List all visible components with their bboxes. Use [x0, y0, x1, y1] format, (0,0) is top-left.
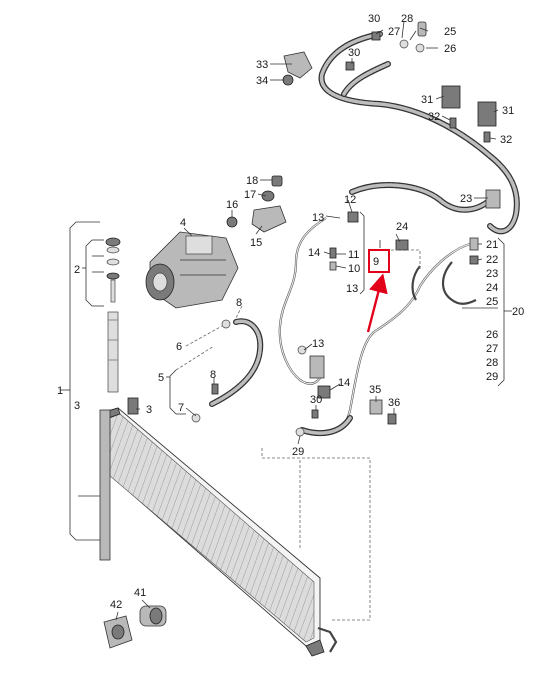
callout-4: 4 — [180, 217, 186, 229]
filter-cartridge — [107, 311, 119, 393]
pressure-sensor — [441, 85, 461, 109]
callout-12: 12 — [344, 194, 356, 206]
callout-6: 6 — [176, 341, 182, 353]
callout-7: 7 — [178, 402, 184, 414]
callout-28-list: 28 — [486, 357, 498, 369]
fittings — [191, 21, 501, 437]
callout-35: 35 — [369, 384, 381, 396]
callout-36: 36 — [388, 397, 400, 409]
callout-17: 17 — [244, 189, 256, 201]
group-brackets — [60, 221, 215, 541]
condenser-bracket — [127, 397, 139, 415]
highlight-callout — [366, 249, 390, 333]
right-bracket — [359, 211, 512, 387]
callout-3-right: 3 — [146, 404, 152, 416]
callout-23-mid: 23 — [460, 193, 472, 205]
callout-16: 16 — [226, 199, 238, 211]
callout-28-top: 28 — [401, 13, 413, 25]
compressor — [145, 231, 239, 309]
callout-11: 11 — [348, 249, 359, 261]
callout-24-mid: 24 — [396, 221, 408, 233]
callout-25-list: 25 — [486, 296, 498, 308]
callout-30-mid: 30 — [348, 47, 360, 59]
callout-25-top: 25 — [444, 26, 456, 38]
callout-labels: 30 28 27 25 26 30 33 34 31 31 32 32 23 1… — [57, 13, 524, 611]
pressure-sensor-2 — [477, 101, 497, 127]
callout-27-list: 27 — [486, 343, 498, 355]
refrigerant-lines — [209, 31, 520, 437]
callout-13-low: 13 — [312, 338, 324, 350]
callout-32-right: 32 — [500, 134, 512, 146]
callout-41: 41 — [134, 587, 146, 599]
callout-26-list: 26 — [486, 329, 498, 341]
condenser — [99, 397, 338, 657]
callout-8-low: 8 — [210, 369, 216, 381]
callout-13-top: 13 — [312, 212, 324, 224]
callout-30-low: 30 — [310, 394, 322, 406]
callout-27-top: 27 — [388, 26, 400, 38]
callout-14-top: 14 — [308, 247, 320, 259]
callout-32-left: 32 — [428, 111, 440, 123]
callout-1: 1 — [57, 385, 63, 397]
pressure-switch-assembly — [103, 605, 167, 649]
bracket-group — [226, 175, 287, 233]
callout-31-right: 31 — [502, 105, 514, 117]
callout-33: 33 — [256, 59, 268, 71]
callout-8-top: 8 — [236, 297, 242, 309]
highlight-arrow — [366, 273, 388, 333]
callout-29-low: 29 — [292, 446, 304, 458]
callout-34: 34 — [256, 75, 268, 87]
callout-10: 10 — [348, 263, 360, 275]
leader-lines — [115, 20, 499, 621]
callout-22: 22 — [486, 254, 498, 266]
highlight-box — [368, 249, 390, 273]
callout-29-list: 29 — [486, 371, 498, 383]
callout-5: 5 — [158, 372, 164, 384]
callout-24-list: 24 — [486, 282, 498, 294]
receiver-drier-tank — [99, 409, 111, 561]
callout-21: 21 — [486, 239, 498, 251]
drier-parts — [105, 237, 121, 393]
callout-9: 9 — [373, 256, 379, 268]
callout-15: 15 — [250, 237, 262, 249]
callout-3-left: 3 — [74, 400, 80, 412]
callout-23-list: 23 — [486, 268, 498, 280]
callout-13-mid: 13 — [346, 283, 358, 295]
callout-42: 42 — [110, 599, 122, 611]
callout-20: 20 — [512, 306, 524, 318]
callout-26-top: 26 — [444, 43, 456, 55]
callout-2: 2 — [74, 264, 80, 276]
callout-31-left: 31 — [421, 94, 433, 106]
callout-18: 18 — [246, 175, 258, 187]
callout-30-top: 30 — [368, 13, 380, 25]
callout-14-low: 14 — [338, 377, 350, 389]
